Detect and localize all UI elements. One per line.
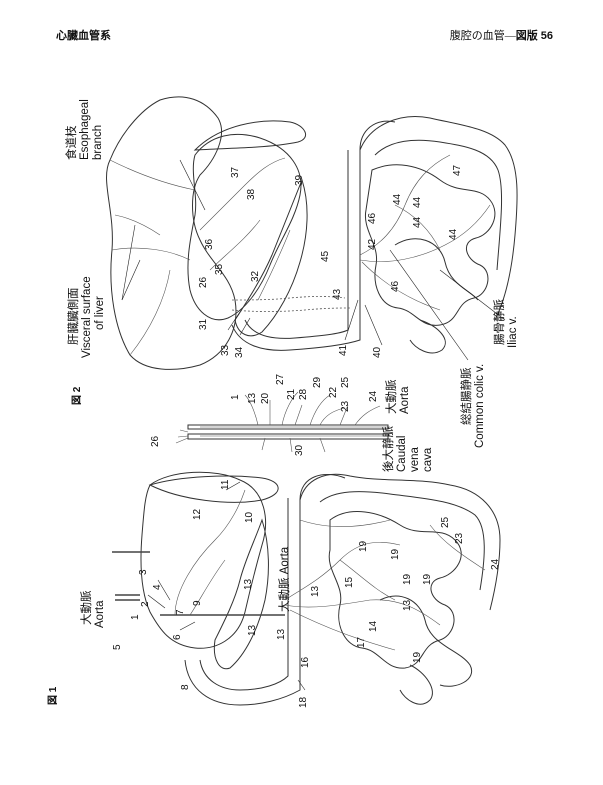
- fig2-num-46-b: 46: [390, 280, 401, 292]
- fig1-num-19-a: 19: [358, 540, 369, 552]
- fig2-aorta-en: Aorta: [399, 386, 411, 414]
- fig1-num-13-b: 13: [247, 624, 258, 636]
- fig2-num-39: 39: [294, 174, 305, 186]
- fig1-num-18: 18: [298, 696, 309, 708]
- fig2-num-38: 38: [246, 188, 257, 200]
- fig2-aorta-jp: 大動脈: [384, 379, 398, 414]
- fig1-num-4: 4: [152, 584, 163, 590]
- fig2-liver-jp: 肝臓臓側面: [67, 288, 80, 346]
- fig1-num-11: 11: [220, 479, 231, 490]
- fig2-num-46-a: 46: [367, 212, 378, 224]
- figure-2-label: 図 2: [71, 386, 83, 405]
- fig1-num-13-a: 13: [243, 578, 254, 590]
- fig2-num-44-a: 44: [392, 193, 403, 205]
- fig1-num-16: 16: [300, 656, 311, 668]
- fig1-num-3: 3: [138, 569, 149, 575]
- figure-1-drawing: [112, 471, 501, 706]
- figure-1-label: 図 1: [47, 686, 59, 705]
- fig1-num-2: 2: [140, 601, 151, 607]
- fig2-num-40: 40: [372, 346, 383, 358]
- fig2-num-45: 45: [320, 250, 331, 262]
- fig2-num-21: 21: [286, 388, 297, 400]
- fig1-num-14: 14: [368, 620, 379, 632]
- fig2-caudal-vc-en-3: cava: [422, 447, 434, 472]
- fig2-liver-en-1: Visceral surface: [81, 276, 93, 358]
- fig2-num-32: 32: [250, 270, 261, 282]
- fig2-num-28: 28: [298, 388, 309, 400]
- fig1-aorta-mid: 大動脈 Aorta: [277, 546, 291, 612]
- fig2-num-25: 25: [340, 376, 351, 388]
- fig2-num-27: 27: [275, 373, 286, 385]
- figure-2-drawing: [106, 96, 518, 370]
- fig1-num-19-c: 19: [402, 573, 413, 585]
- fig2-num-20: 20: [260, 392, 271, 404]
- fig1-aorta-en: Aorta: [94, 600, 106, 628]
- fig2-num-44-b: 44: [412, 196, 423, 208]
- fig1-num-19-d: 19: [422, 573, 433, 585]
- vessel-schematic: [175, 391, 390, 453]
- header-section-title: 心臓血管系: [56, 30, 111, 42]
- fig1-aorta-jp: 大動脈: [79, 590, 93, 625]
- fig2-num-33: 33: [220, 344, 231, 356]
- fig2-num-30: 30: [294, 444, 305, 456]
- fig1-num-24: 24: [490, 558, 501, 570]
- fig2-esophageal-jp: 食道枝: [64, 125, 78, 160]
- fig2-num-22: 22: [328, 386, 339, 398]
- fig2-num-1: 1: [230, 394, 241, 400]
- fig1-num-1: 1: [130, 614, 141, 620]
- fig1-num-10: 10: [244, 511, 255, 523]
- fig2-common-colic-en: Common colic v.: [474, 364, 486, 448]
- fig1-num-23: 23: [454, 532, 465, 544]
- fig2-num-35: 35: [214, 263, 225, 275]
- fig1-num-17: 17: [356, 636, 367, 648]
- fig2-esophageal-en-1: Esophageal: [79, 99, 91, 160]
- figure-1-numbers: 5 1 2 3 4 6 8 7 9 12 11 10 13 13 13 13 1…: [112, 479, 501, 708]
- fig2-common-colic-jp: 総結腸静脈: [459, 367, 473, 425]
- fig2-num-41: 41: [338, 344, 349, 356]
- fig1-num-19-e: 19: [412, 651, 423, 663]
- fig2-num-13: 13: [247, 392, 258, 404]
- fig1-num-9: 9: [192, 600, 203, 606]
- fig2-num-23: 23: [340, 400, 351, 412]
- fig2-iliac-jp: 腸骨静脈: [492, 299, 506, 345]
- header-plate-prefix: 腹腔の血管—: [449, 30, 516, 42]
- fig2-iliac-en: Iliac v.: [507, 316, 519, 348]
- fig2-num-26-b: 26: [198, 276, 209, 288]
- fig1-num-7: 7: [175, 609, 186, 615]
- fig2-esophageal-en-2: branch: [92, 125, 104, 160]
- fig2-caudal-vc-en-1: Caudal: [396, 436, 408, 472]
- fig2-num-42: 42: [367, 238, 378, 250]
- fig1-num-13-d: 13: [402, 599, 413, 611]
- fig2-num-44-d: 44: [448, 228, 459, 240]
- fig2-num-36: 36: [204, 238, 215, 250]
- fig2-num-43: 43: [332, 288, 343, 300]
- fig1-num-6: 6: [172, 634, 183, 640]
- fig1-num-8: 8: [180, 684, 191, 690]
- fig1-num-19-b: 19: [390, 548, 401, 560]
- fig1-num-15: 15: [344, 576, 355, 588]
- fig2-num-29: 29: [312, 376, 323, 388]
- fig2-caudal-vc-jp: 後大静脈: [381, 426, 395, 472]
- fig2-num-44-c: 44: [412, 216, 423, 228]
- header-plate-title: 腹腔の血管—図版 56: [450, 27, 553, 43]
- fig2-num-34: 34: [234, 346, 245, 358]
- fig2-num-31: 31: [198, 318, 209, 330]
- fig2-liver-en-2: of liver: [94, 296, 106, 330]
- fig2-caudal-vc-en-2: vena: [409, 446, 421, 472]
- fig1-num-13-c: 13: [310, 585, 321, 597]
- fig2-num-26-a: 26: [150, 435, 161, 447]
- fig2-num-47: 47: [452, 164, 463, 176]
- fig1-num-13-e: 13: [276, 628, 287, 640]
- fig1-num-5: 5: [112, 644, 123, 650]
- fig1-num-12: 12: [192, 508, 203, 520]
- header-plate-number: 図版 56: [515, 30, 553, 42]
- fig2-num-24: 24: [368, 390, 379, 402]
- fig1-num-25: 25: [440, 516, 451, 528]
- fig2-num-37: 37: [230, 166, 241, 178]
- figure-2-numbers: 31 26 33 34 32 35 36 38 37 39 45 43 46 4…: [198, 164, 463, 358]
